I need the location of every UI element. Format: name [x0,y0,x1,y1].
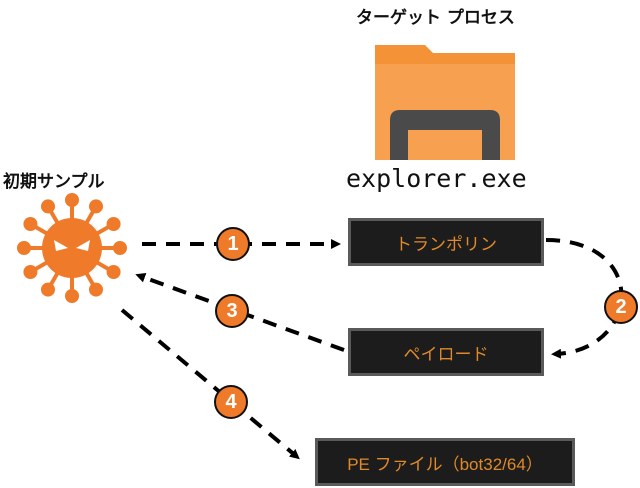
initial-sample-label: 初期サンプル [3,172,105,192]
target-process-title: ターゲット プロセス [356,8,515,28]
target-process-name: explorer.exe [346,164,527,193]
virus-icon [17,193,127,303]
folder-icon [375,45,515,160]
step-1-badge: 1 [216,227,250,261]
trampoline-box: トランポリン [348,218,544,266]
step-3-badge: 3 [215,294,249,328]
step-4-badge: 4 [214,385,248,419]
pe-file-box: PE ファイル（bot32/64） [315,438,575,486]
step-2-badge: 2 [604,290,638,324]
arrow-4 [120,308,300,460]
payload-box: ペイロード [348,328,544,376]
